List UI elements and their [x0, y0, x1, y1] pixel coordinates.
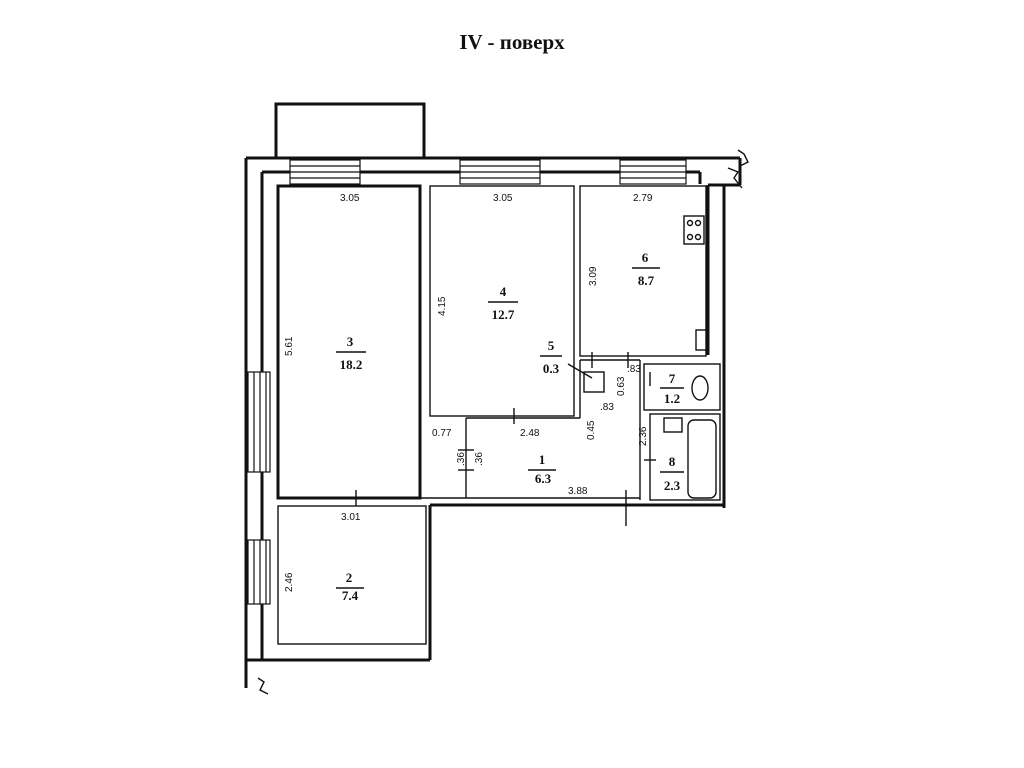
room-7-label: 7 1.2: [660, 371, 684, 406]
dim-room3-width: 3.05: [340, 193, 360, 204]
room-4-label: 4 12.7: [488, 284, 518, 322]
washbasin-icon: [663, 417, 683, 433]
svg-text:4: 4: [500, 284, 507, 299]
door-marks: [355, 352, 656, 526]
svg-text:7: 7: [669, 371, 676, 386]
room-1-label: 1 6.3: [528, 452, 556, 486]
interior-walls: [276, 184, 721, 645]
windows-left: [247, 371, 271, 605]
svg-text:1: 1: [539, 452, 546, 467]
svg-text:2.3: 2.3: [664, 478, 681, 493]
dim-corridor-offset: 0.77: [432, 428, 452, 439]
room-6-label: 6 8.7: [632, 250, 660, 288]
dim-doorway-a: .36: [456, 452, 467, 466]
dim-room6-height: 3.09: [588, 266, 599, 286]
dim-niche-b: .83: [600, 402, 614, 413]
windows-top: [289, 159, 687, 185]
dim-bath-height: 2.36: [638, 426, 649, 446]
svg-text:5: 5: [548, 338, 555, 353]
balcony: [274, 102, 426, 160]
room-8-label: 8 2.3: [660, 454, 684, 493]
dim-room2-width: 3.01: [341, 512, 361, 523]
svg-text:12.7: 12.7: [492, 307, 515, 322]
svg-text:6: 6: [642, 250, 649, 265]
sink-icon: [695, 329, 709, 351]
room-5-label: 5 0.3: [540, 338, 562, 376]
dim-niche-c: 0.63: [616, 376, 627, 396]
svg-text:0.3: 0.3: [543, 361, 560, 376]
dim-doorway-b: .36: [474, 452, 485, 466]
dim-room6-width: 2.79: [633, 193, 653, 204]
dim-hall-width: 3.88: [568, 486, 588, 497]
dim-room4-height: 4.15: [437, 296, 448, 316]
svg-text:18.2: 18.2: [340, 357, 363, 372]
svg-text:3: 3: [347, 334, 354, 349]
svg-text:8: 8: [669, 454, 676, 469]
outer-walls: [244, 149, 749, 695]
svg-text:8.7: 8.7: [638, 273, 655, 288]
svg-text:6.3: 6.3: [535, 471, 552, 486]
dim-room2-height: 2.46: [284, 572, 295, 592]
dim-wc-a: .83: [627, 364, 641, 375]
dim-room4-width: 3.05: [493, 193, 513, 204]
toilet-icon: [691, 375, 709, 401]
svg-text:7.4: 7.4: [342, 588, 359, 603]
stove-icon: [683, 215, 705, 245]
svg-text:2: 2: [346, 570, 353, 585]
dim-room3-height: 5.61: [284, 336, 295, 356]
room-3-label: 3 18.2: [336, 334, 366, 372]
pantry-fixture-icon: [583, 371, 605, 393]
room-2-label: 2 7.4: [336, 570, 364, 603]
svg-text:1.2: 1.2: [664, 391, 680, 406]
dim-corridor-width: 2.48: [520, 428, 540, 439]
bathtub-icon: [687, 419, 717, 499]
floor-title: IV - поверх: [459, 30, 565, 54]
dim-niche-a: 0.45: [586, 420, 597, 440]
